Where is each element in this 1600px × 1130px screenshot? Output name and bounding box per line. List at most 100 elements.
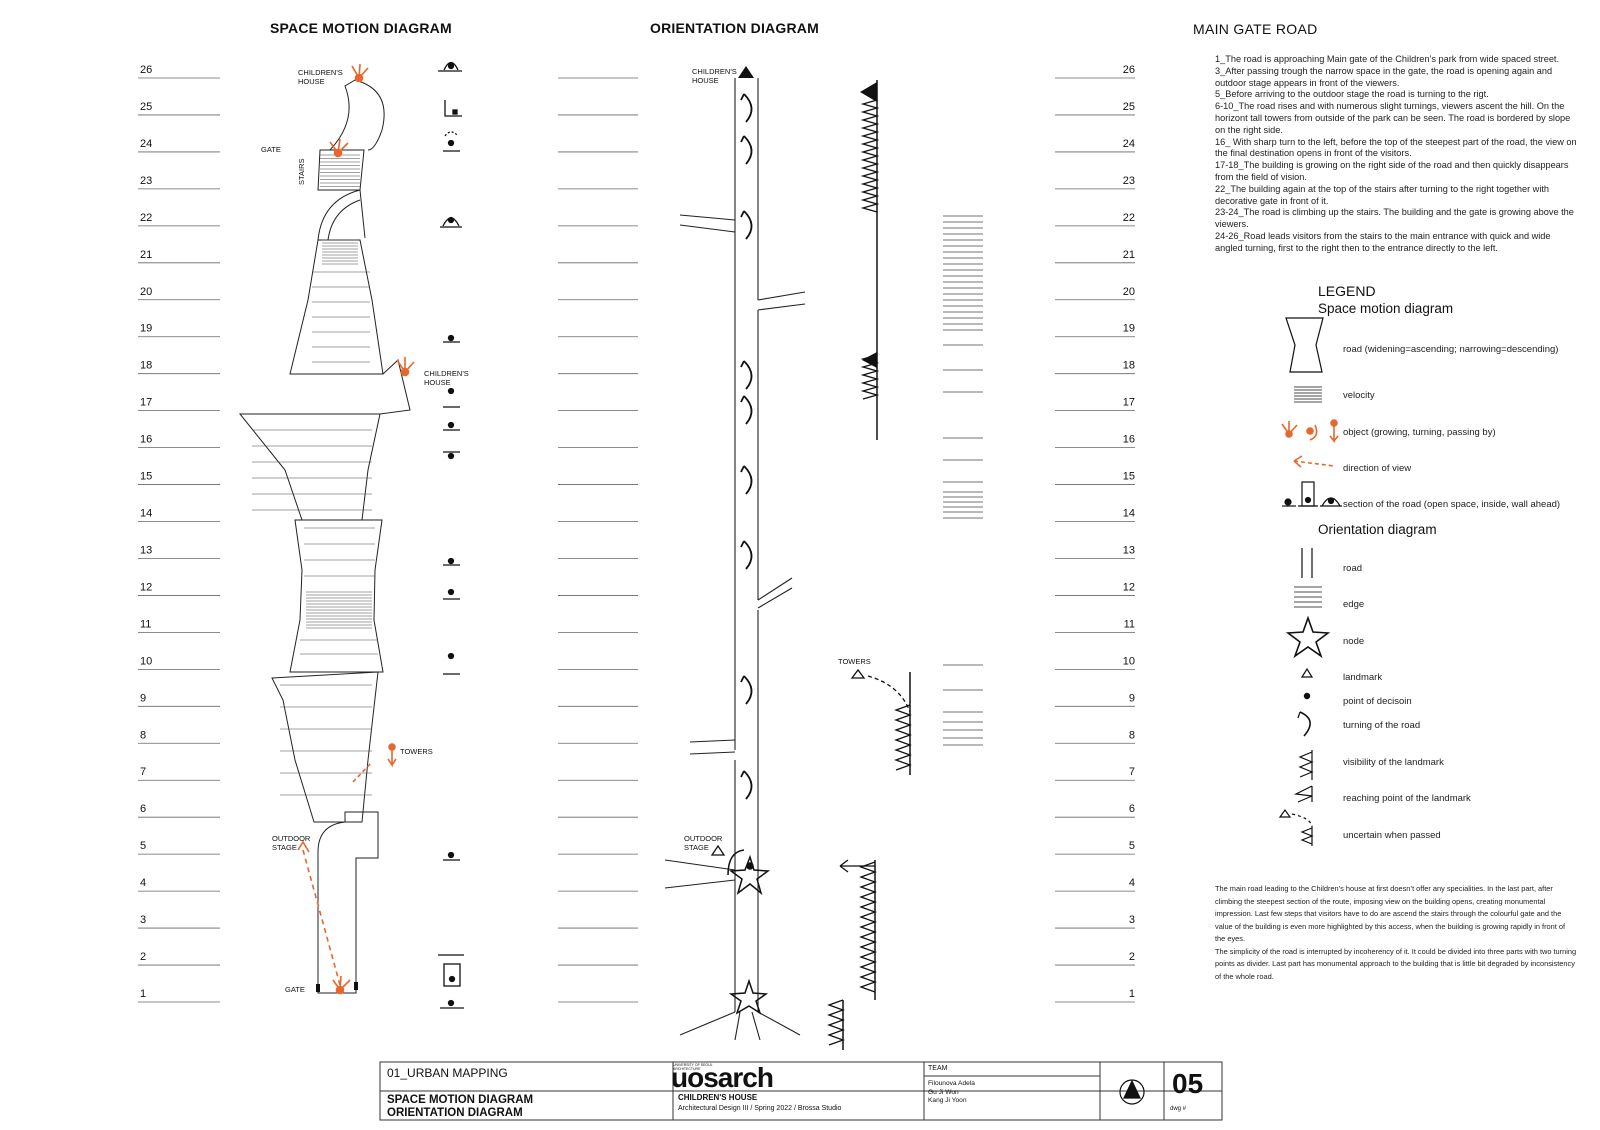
nodes	[727, 849, 771, 1015]
visibility-zigzag	[894, 704, 912, 771]
road-description: 1_The road is approaching Main gate of t…	[1215, 54, 1577, 255]
orient-label-childrens-house: CHILDREN'S HOUSE	[692, 67, 737, 85]
legend-orient-item: edge	[1343, 599, 1365, 610]
tb-dwg-label: dwg #	[1170, 1106, 1187, 1112]
scale-number-left: 3	[140, 914, 146, 926]
legend-orient-item: landmark	[1343, 672, 1383, 683]
scale-number-right: 7	[1129, 766, 1135, 778]
scale-number-left: 2	[140, 951, 146, 963]
tb-title-1: SPACE MOTION DIAGRAM	[387, 1094, 534, 1106]
scale-number-left: 5	[140, 840, 146, 852]
scale-number-right: 22	[1123, 212, 1135, 224]
label-childrens-house-top: CHILDREN'S HOUSE	[298, 68, 343, 86]
turning-icon-tip	[740, 540, 745, 548]
turning-icon-tip	[740, 675, 745, 683]
landmark-visibility	[842, 80, 911, 1050]
title-block-frame	[379, 1061, 1223, 1121]
object-markers	[297, 63, 415, 995]
scale-number-right: 3	[1129, 914, 1135, 926]
scale-number-left: 19	[140, 323, 152, 335]
tb-project: CHILDREN'S HOUSE	[678, 1093, 758, 1102]
scale-number-left: 18	[140, 360, 152, 372]
label-gate-bottom: GATE	[285, 985, 305, 994]
description-paragraph: 23-24_The road is climbing up the stairs…	[1215, 207, 1574, 230]
legend-space-title: Space motion diagram	[1318, 301, 1454, 316]
legend-space-item: velocity	[1343, 390, 1375, 401]
legend-orient-item: visibility of the landmark	[1343, 757, 1444, 768]
scale-number-left: 26	[140, 64, 152, 76]
scale-number-left: 14	[140, 508, 152, 520]
legend-space-item: section of the road (open space, inside,…	[1343, 499, 1561, 510]
space-motion-title: SPACE MOTION DIAGRAM	[270, 20, 452, 36]
description-paragraph: 1_The road is approaching Main gate of t…	[1215, 54, 1560, 64]
tb-team-member: Filounova Adela	[928, 1080, 975, 1087]
scale-number-right: 24	[1123, 138, 1135, 150]
turning-icon-tip	[740, 770, 745, 778]
scale-number-left: 24	[140, 138, 152, 150]
tb-team-list: Filounova Adela Gu Ji Won Kang Ji Yoon	[928, 1080, 975, 1106]
scale-number-left: 1	[140, 988, 146, 1000]
scale-number-right: 21	[1123, 249, 1135, 261]
turning-icon	[743, 540, 753, 570]
label-childrens-house-mid: CHILDREN'S HOUSE	[424, 369, 469, 387]
landmark-childrens-house	[738, 66, 754, 78]
label-gate-top: GATE	[261, 145, 281, 154]
section-symbols	[438, 61, 464, 1009]
scale-number-right: 26	[1123, 64, 1135, 76]
label-stairs: STAIRS	[297, 158, 306, 185]
legend-orient-item: point of decisoin	[1343, 696, 1412, 707]
turning-icon	[743, 360, 753, 390]
turning-icon	[743, 675, 753, 705]
turning-icon-tip	[740, 360, 745, 368]
turning-icon	[743, 465, 753, 495]
turning-icon-tip	[740, 135, 745, 143]
scale-number-right: 12	[1123, 581, 1135, 593]
north-arrow	[1119, 1079, 1145, 1105]
tb-team-member: Gu Ji Won	[928, 1088, 959, 1096]
scale-number-right: 8	[1129, 729, 1135, 741]
scale-number-right: 20	[1123, 286, 1135, 298]
scale-number-right: 11	[1124, 618, 1135, 630]
main-gate-title: MAIN GATE ROAD	[1193, 21, 1318, 37]
tb-course: Architectural Design III / Spring 2022 /…	[678, 1105, 842, 1112]
description-paragraph: 6-10_The road rises and with numerous sl…	[1215, 101, 1571, 135]
scale-number-right: 16	[1123, 434, 1135, 446]
summary-paragraph: The main road leading to the Children’s …	[1215, 884, 1566, 943]
tb-dwg-number: 05	[1172, 1068, 1204, 1099]
legend-title: LEGEND	[1318, 283, 1376, 299]
turning-icon	[743, 770, 753, 800]
summary-text: The main road leading to the Children’s …	[1215, 883, 1577, 983]
scale-number-right: 19	[1123, 323, 1135, 335]
orient-label-towers: TOWERS	[838, 657, 871, 666]
scale-number-right: 13	[1123, 544, 1135, 556]
scale-number-right: 9	[1129, 692, 1135, 704]
turning-icon-tip	[740, 210, 745, 218]
visibility-zigzag	[827, 999, 845, 1046]
reaching-points	[860, 82, 877, 368]
scale-number-right: 18	[1123, 360, 1135, 372]
tb-logo: uosarch	[671, 1062, 774, 1093]
visibility-zigzag	[860, 99, 880, 213]
legend-space-item: direction of view	[1343, 463, 1412, 474]
turning-icon	[743, 93, 753, 123]
legend-orient-item: road	[1343, 563, 1363, 574]
scale-number-left: 20	[140, 286, 152, 298]
scale-number-right: 2	[1129, 951, 1135, 963]
turning-icon	[743, 210, 753, 240]
turning-icon-tip	[740, 93, 745, 101]
orient-label-outdoor-stage: OUTDOOR STAGE	[684, 834, 723, 852]
orientation-road	[664, 78, 806, 1041]
scale-number-left: 23	[140, 175, 152, 187]
legend-orient-item: node	[1343, 636, 1365, 647]
scale-number-left: 25	[140, 101, 152, 113]
visibility-zigzag	[859, 861, 877, 993]
scale-number-right: 5	[1129, 840, 1135, 852]
turning-icon-tip	[740, 395, 745, 403]
scale-number-left: 21	[140, 249, 152, 261]
turning-icon	[743, 135, 753, 165]
legend-space-item: object (growing, turning, passing by)	[1343, 427, 1496, 438]
legend-space-item: road (widening=ascending; narrowing=desc…	[1343, 344, 1559, 355]
turning-icon-tip	[740, 465, 745, 473]
tb-team-label: TEAM	[928, 1065, 948, 1072]
